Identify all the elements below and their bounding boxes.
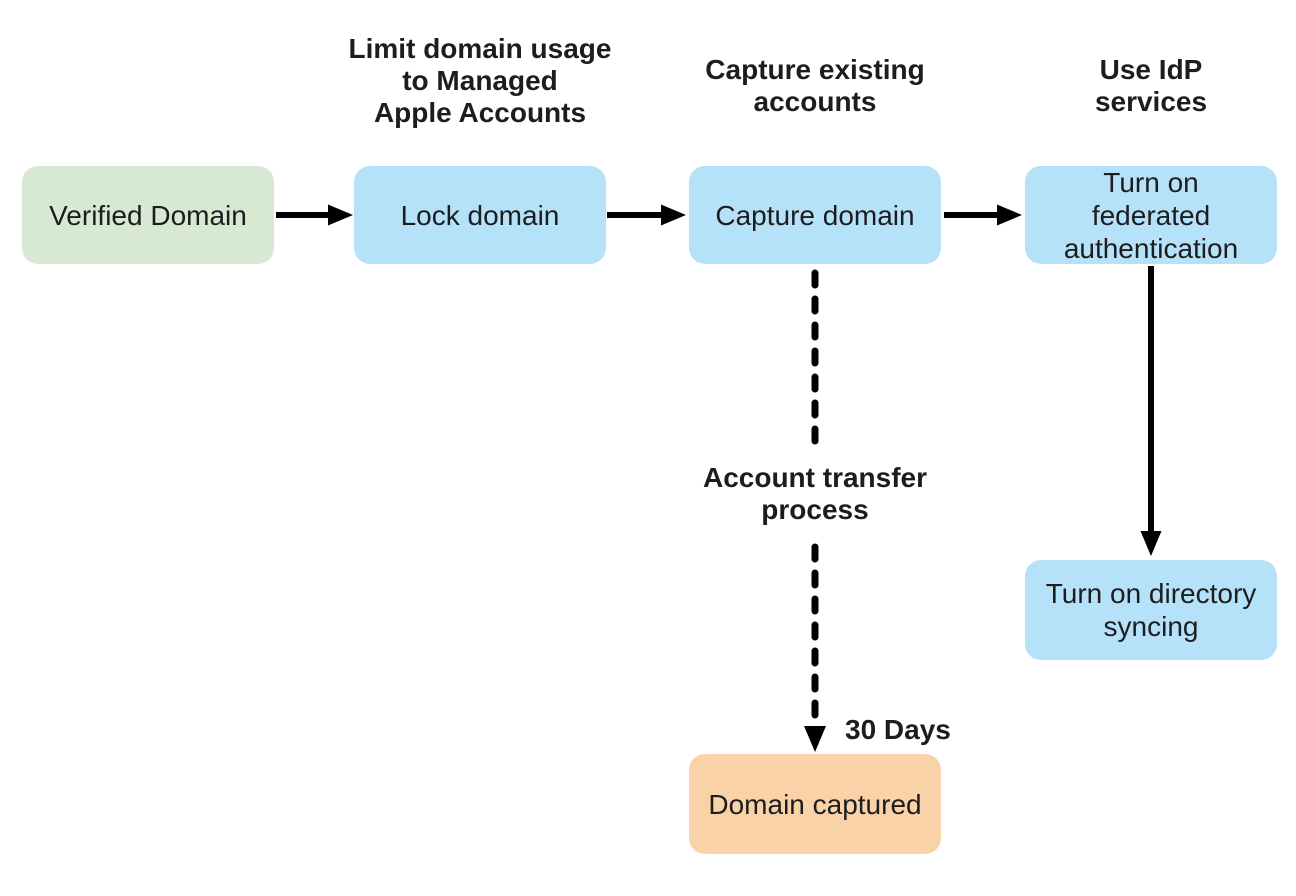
- node-verified-domain-label: Verified Domain: [49, 199, 247, 231]
- node-capture-domain-label: Capture domain: [715, 199, 915, 231]
- node-lock-domain: Lock domain: [354, 166, 606, 264]
- node-lock-domain-label: Lock domain: [400, 199, 560, 231]
- arrow-federated-to-directory: [1140, 266, 1162, 556]
- annotation-thirty-days: 30 Days: [845, 714, 951, 745]
- node-federated-authentication: Turn on federated authentication: [1025, 166, 1277, 264]
- annotation-use-idp-services: Use IdP services: [1094, 54, 1208, 117]
- node-domain-captured-label: Domain captured: [708, 788, 922, 820]
- annotation-account-transfer-process: Account transfer process: [702, 462, 928, 525]
- node-domain-captured: Domain captured: [689, 754, 941, 854]
- arrow-lock-to-capture: [607, 204, 686, 226]
- annotation-limit-domain-usage: Limit domain usage to Managed Apple Acco…: [348, 33, 612, 128]
- node-capture-domain: Capture domain: [689, 166, 941, 264]
- arrow-verified-to-lock: [276, 204, 353, 226]
- node-directory-syncing-label: Turn on directory syncing: [1045, 578, 1257, 642]
- node-verified-domain: Verified Domain: [22, 166, 274, 264]
- annotation-capture-existing-accounts: Capture existing accounts: [705, 54, 925, 117]
- arrow-capture-to-federated: [944, 204, 1022, 226]
- node-federated-authentication-label: Turn on federated authentication: [1063, 166, 1239, 264]
- node-directory-syncing: Turn on directory syncing: [1025, 560, 1277, 660]
